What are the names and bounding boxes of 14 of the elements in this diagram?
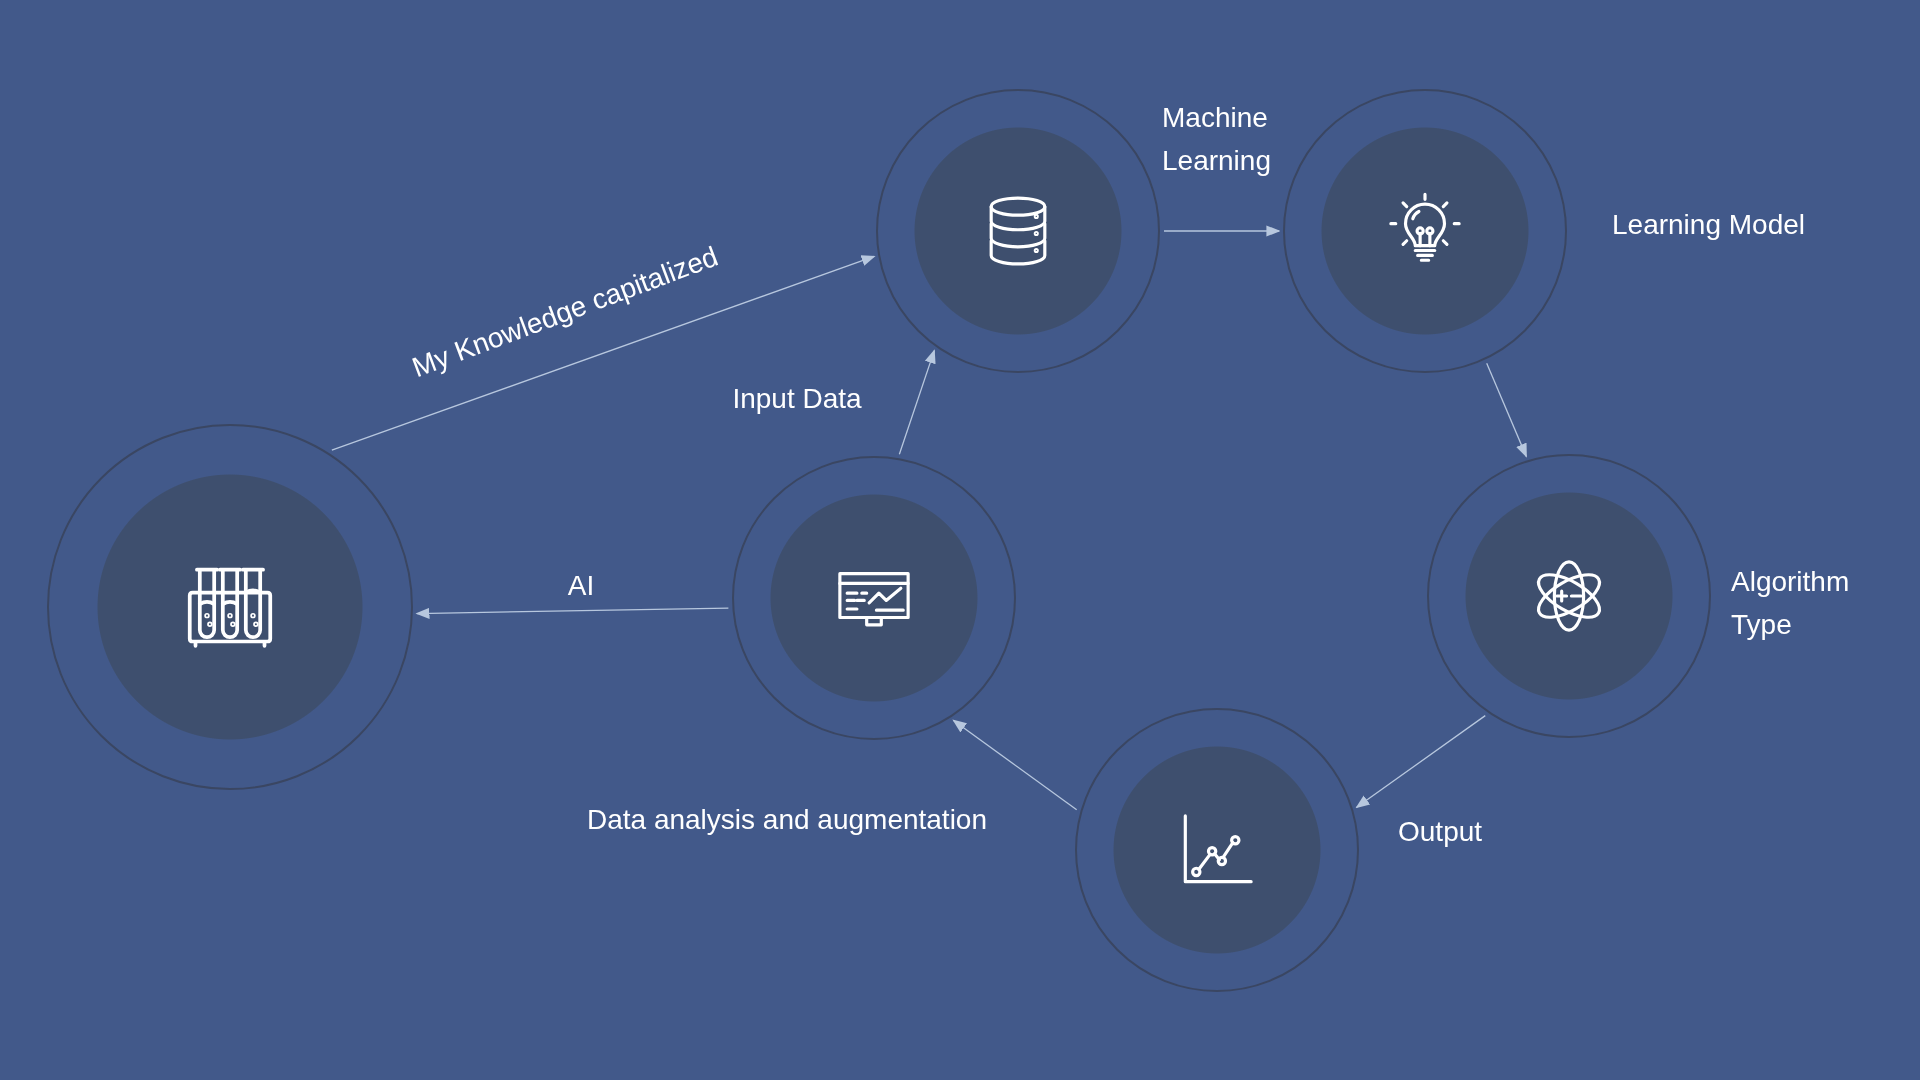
edge-label: Data analysis and augmentation (587, 803, 987, 838)
edge-label: Input Data (732, 382, 862, 417)
arrow (1486, 362, 1527, 458)
arrow (1163, 225, 1281, 237)
arrow (1355, 714, 1486, 809)
edge-label: Output (1398, 815, 1483, 849)
arrow (415, 607, 729, 619)
node-caption: Learning Model (1612, 208, 1806, 242)
arrow (331, 255, 876, 451)
edge-label: Machine Learning (1162, 101, 1272, 179)
arrow (952, 719, 1078, 811)
node-caption: Algorithm Type (1731, 565, 1851, 643)
arrow (898, 349, 936, 455)
edge-label: AI (567, 569, 595, 604)
